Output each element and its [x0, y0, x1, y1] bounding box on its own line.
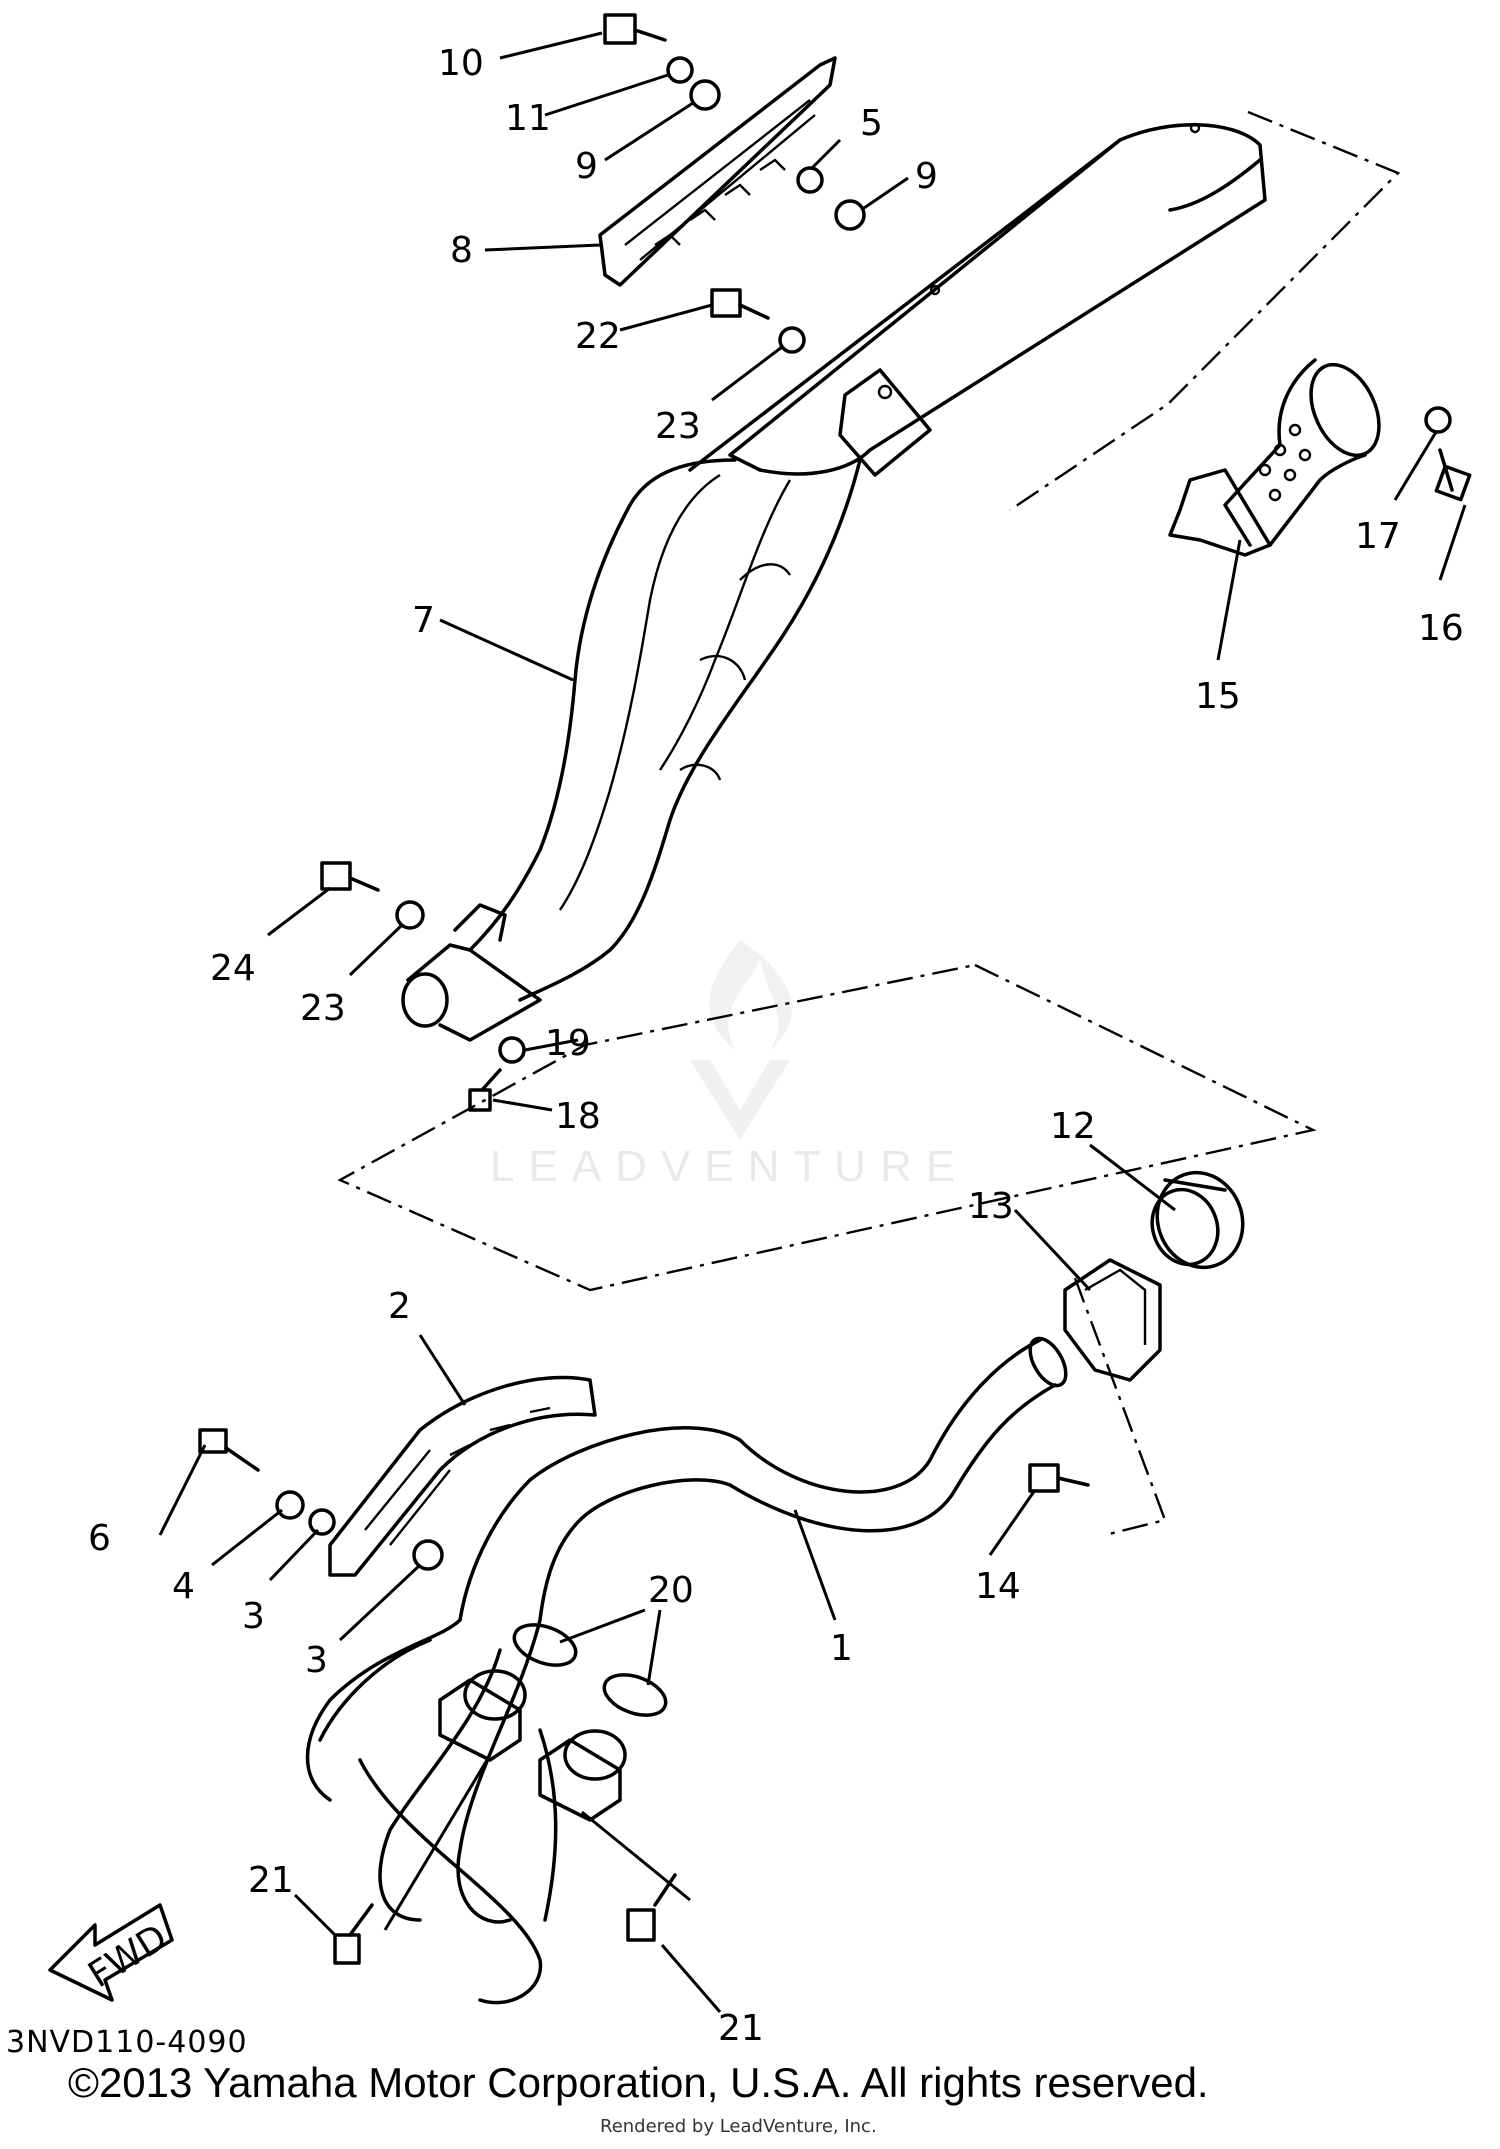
callout-9b: 9: [915, 156, 938, 197]
exhaust-protector: [328, 1375, 597, 1577]
bolt-16: [1434, 448, 1472, 502]
callout-22: 22: [575, 316, 621, 357]
callout-1: 1: [830, 1628, 853, 1669]
bolt-14: [1028, 1463, 1090, 1493]
clamp: [1063, 1258, 1162, 1382]
bolt-24: [320, 861, 380, 892]
bolt-18: [468, 1068, 502, 1112]
washer-17: [1424, 406, 1452, 434]
callout-23b: 23: [300, 988, 346, 1029]
gasket-20b: [602, 1673, 668, 1717]
alignment-line-clamp: [1073, 1277, 1167, 1537]
callout-23a: 23: [655, 406, 701, 447]
callout-19: 19: [545, 1023, 591, 1064]
alignment-line-joint: [337, 963, 1317, 1292]
drawing-code: 3NVD110-4090: [6, 2025, 248, 2060]
exhaust-pipe: [305, 1336, 1068, 2005]
watermark: LEADVENTURE: [490, 1142, 970, 1191]
bolt-22: [710, 288, 770, 320]
callout-4: 6: [88, 1518, 111, 1559]
callout-14: 14: [975, 1566, 1021, 1607]
exhaust-flanges: [438, 1669, 627, 1822]
washer-3a: [308, 1508, 336, 1536]
muffler-bracket: [838, 368, 932, 477]
bolt-21b: [626, 1873, 677, 1942]
watermark-logo: [690, 940, 792, 1140]
washer-3b: [412, 1539, 444, 1571]
callout-3b: 3: [305, 1640, 328, 1681]
callout-21b: 21: [718, 2008, 764, 2049]
bolt-4: [198, 1428, 260, 1472]
callout-15: 15: [1195, 676, 1241, 717]
washer-11: [666, 56, 694, 84]
callout-9a: 9: [575, 146, 598, 187]
callout-11: 11: [505, 98, 551, 139]
callout-8: 8: [450, 230, 473, 271]
callout-3a: 3: [242, 1596, 265, 1637]
washer-6: [796, 166, 824, 194]
rendered-by: Rendered by LeadVenture, Inc.: [600, 2116, 877, 2137]
nut-9b: [834, 199, 866, 231]
washer-5: [275, 1490, 305, 1520]
callout-16: 16: [1418, 608, 1464, 649]
nut-19: [498, 1036, 526, 1064]
alignment-line-muffler: [1009, 110, 1401, 511]
bolt-21a: [333, 1903, 374, 1965]
muffler-protector: [598, 56, 837, 287]
copyright-text: ©2013 Yamaha Motor Corporation, U.S.A. A…: [68, 2059, 1209, 2106]
bolt-10: [603, 13, 667, 45]
callout-13: 13: [968, 1186, 1014, 1227]
leader-lines: [158, 31, 1467, 2013]
callout-21a: 21: [248, 1860, 294, 1901]
callout-numbers: 10 11 9 5 9 8 22 23 7 17 16 15 24 23 19 …: [88, 43, 1464, 2049]
washer-23b: [395, 900, 425, 930]
callout-17: 17: [1355, 516, 1401, 557]
nut-9a: [689, 79, 721, 111]
callout-5: 4: [172, 1566, 195, 1607]
callout-12: 12: [1050, 1106, 1096, 1147]
callout-10: 10: [438, 43, 484, 84]
callout-2: 2: [388, 1286, 411, 1327]
gasket-20a: [512, 1623, 578, 1667]
washer-23a: [778, 326, 806, 354]
muffler: [401, 122, 1267, 1042]
callout-20: 20: [648, 1570, 694, 1611]
callout-18: 18: [555, 1096, 601, 1137]
callout-7: 7: [412, 600, 435, 641]
callout-24: 24: [210, 948, 256, 989]
gasket: [1150, 1170, 1245, 1270]
silencer-insert: [1168, 358, 1381, 557]
forward-arrow-icon: FWD: [48, 1903, 174, 2002]
callout-6: 5: [860, 103, 883, 144]
